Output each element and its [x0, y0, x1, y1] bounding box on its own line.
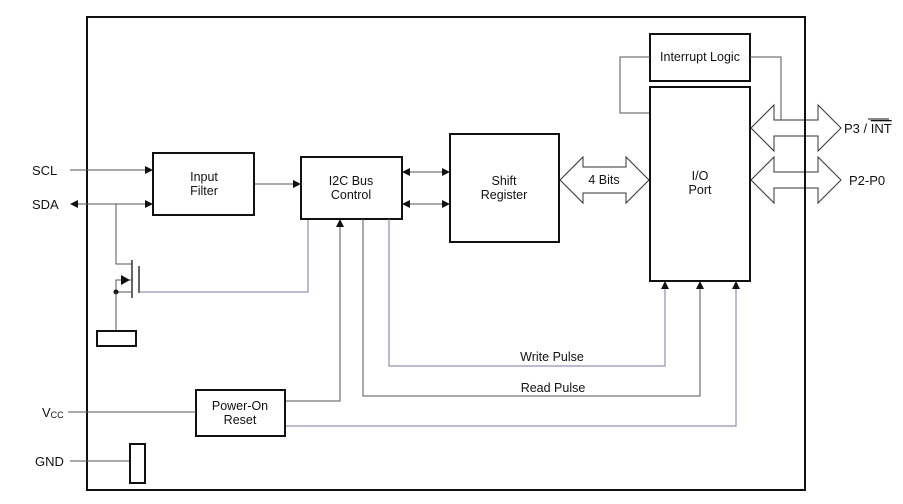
sda-pin-label: SDA: [32, 197, 59, 212]
interrupt-feedback-line: [619, 56, 650, 114]
write-pulse-label: Write Pulse: [520, 350, 584, 364]
p2-p0-pin-label: P2-P0: [849, 173, 885, 188]
write-pulse-line: [388, 219, 669, 367]
interrupt-output-line: [750, 56, 782, 120]
input-filter-label-1: Input: [190, 170, 218, 184]
interrupt-logic-block: Interrupt Logic: [649, 33, 751, 82]
scl-pin-label: SCL: [32, 163, 57, 178]
shift-register-label-2: Register: [481, 188, 528, 202]
read-pulse-line: [362, 219, 704, 397]
read-pulse-label: Read Pulse: [521, 381, 586, 395]
por-to-io-line: [286, 281, 740, 427]
sda-open-drain-transistor: [96, 204, 309, 347]
transistor-arrow-icon: [121, 275, 130, 285]
por-to-i2c-line: [286, 219, 344, 402]
gnd-block: [129, 443, 146, 484]
p3-int-pin-label: P3 / INT: [844, 121, 892, 136]
vcc-pin-label: VCC: [42, 405, 64, 420]
bus-width-label: 4 Bits: [588, 173, 619, 187]
i2c-label-1: I2C Bus: [329, 174, 373, 188]
p3-int-bus-arrow: [750, 103, 842, 153]
io-port-block: I/O Port: [649, 86, 751, 282]
input-filter-label-2: Filter: [190, 184, 218, 198]
interrupt-logic-label: Interrupt Logic: [660, 50, 740, 64]
i2c-label-2: Control: [331, 188, 371, 202]
i2c-bus-control-block: I2C Bus Control: [300, 156, 403, 220]
io-port-label-1: I/O: [692, 169, 709, 183]
shift-register-block: Shift Register: [449, 133, 560, 243]
input-filter-block: Input Filter: [152, 152, 255, 216]
shift-register-label-1: Shift: [491, 174, 517, 188]
por-label-1: Power-On: [212, 399, 268, 413]
sda-ground-block: [96, 330, 137, 347]
io-port-label-2: Port: [689, 183, 712, 197]
power-on-reset-block: Power-On Reset: [195, 389, 286, 437]
por-label-2: Reset: [224, 413, 257, 427]
gnd-pin-label: GND: [35, 454, 64, 469]
p2-p0-bus-arrow: [750, 155, 842, 205]
